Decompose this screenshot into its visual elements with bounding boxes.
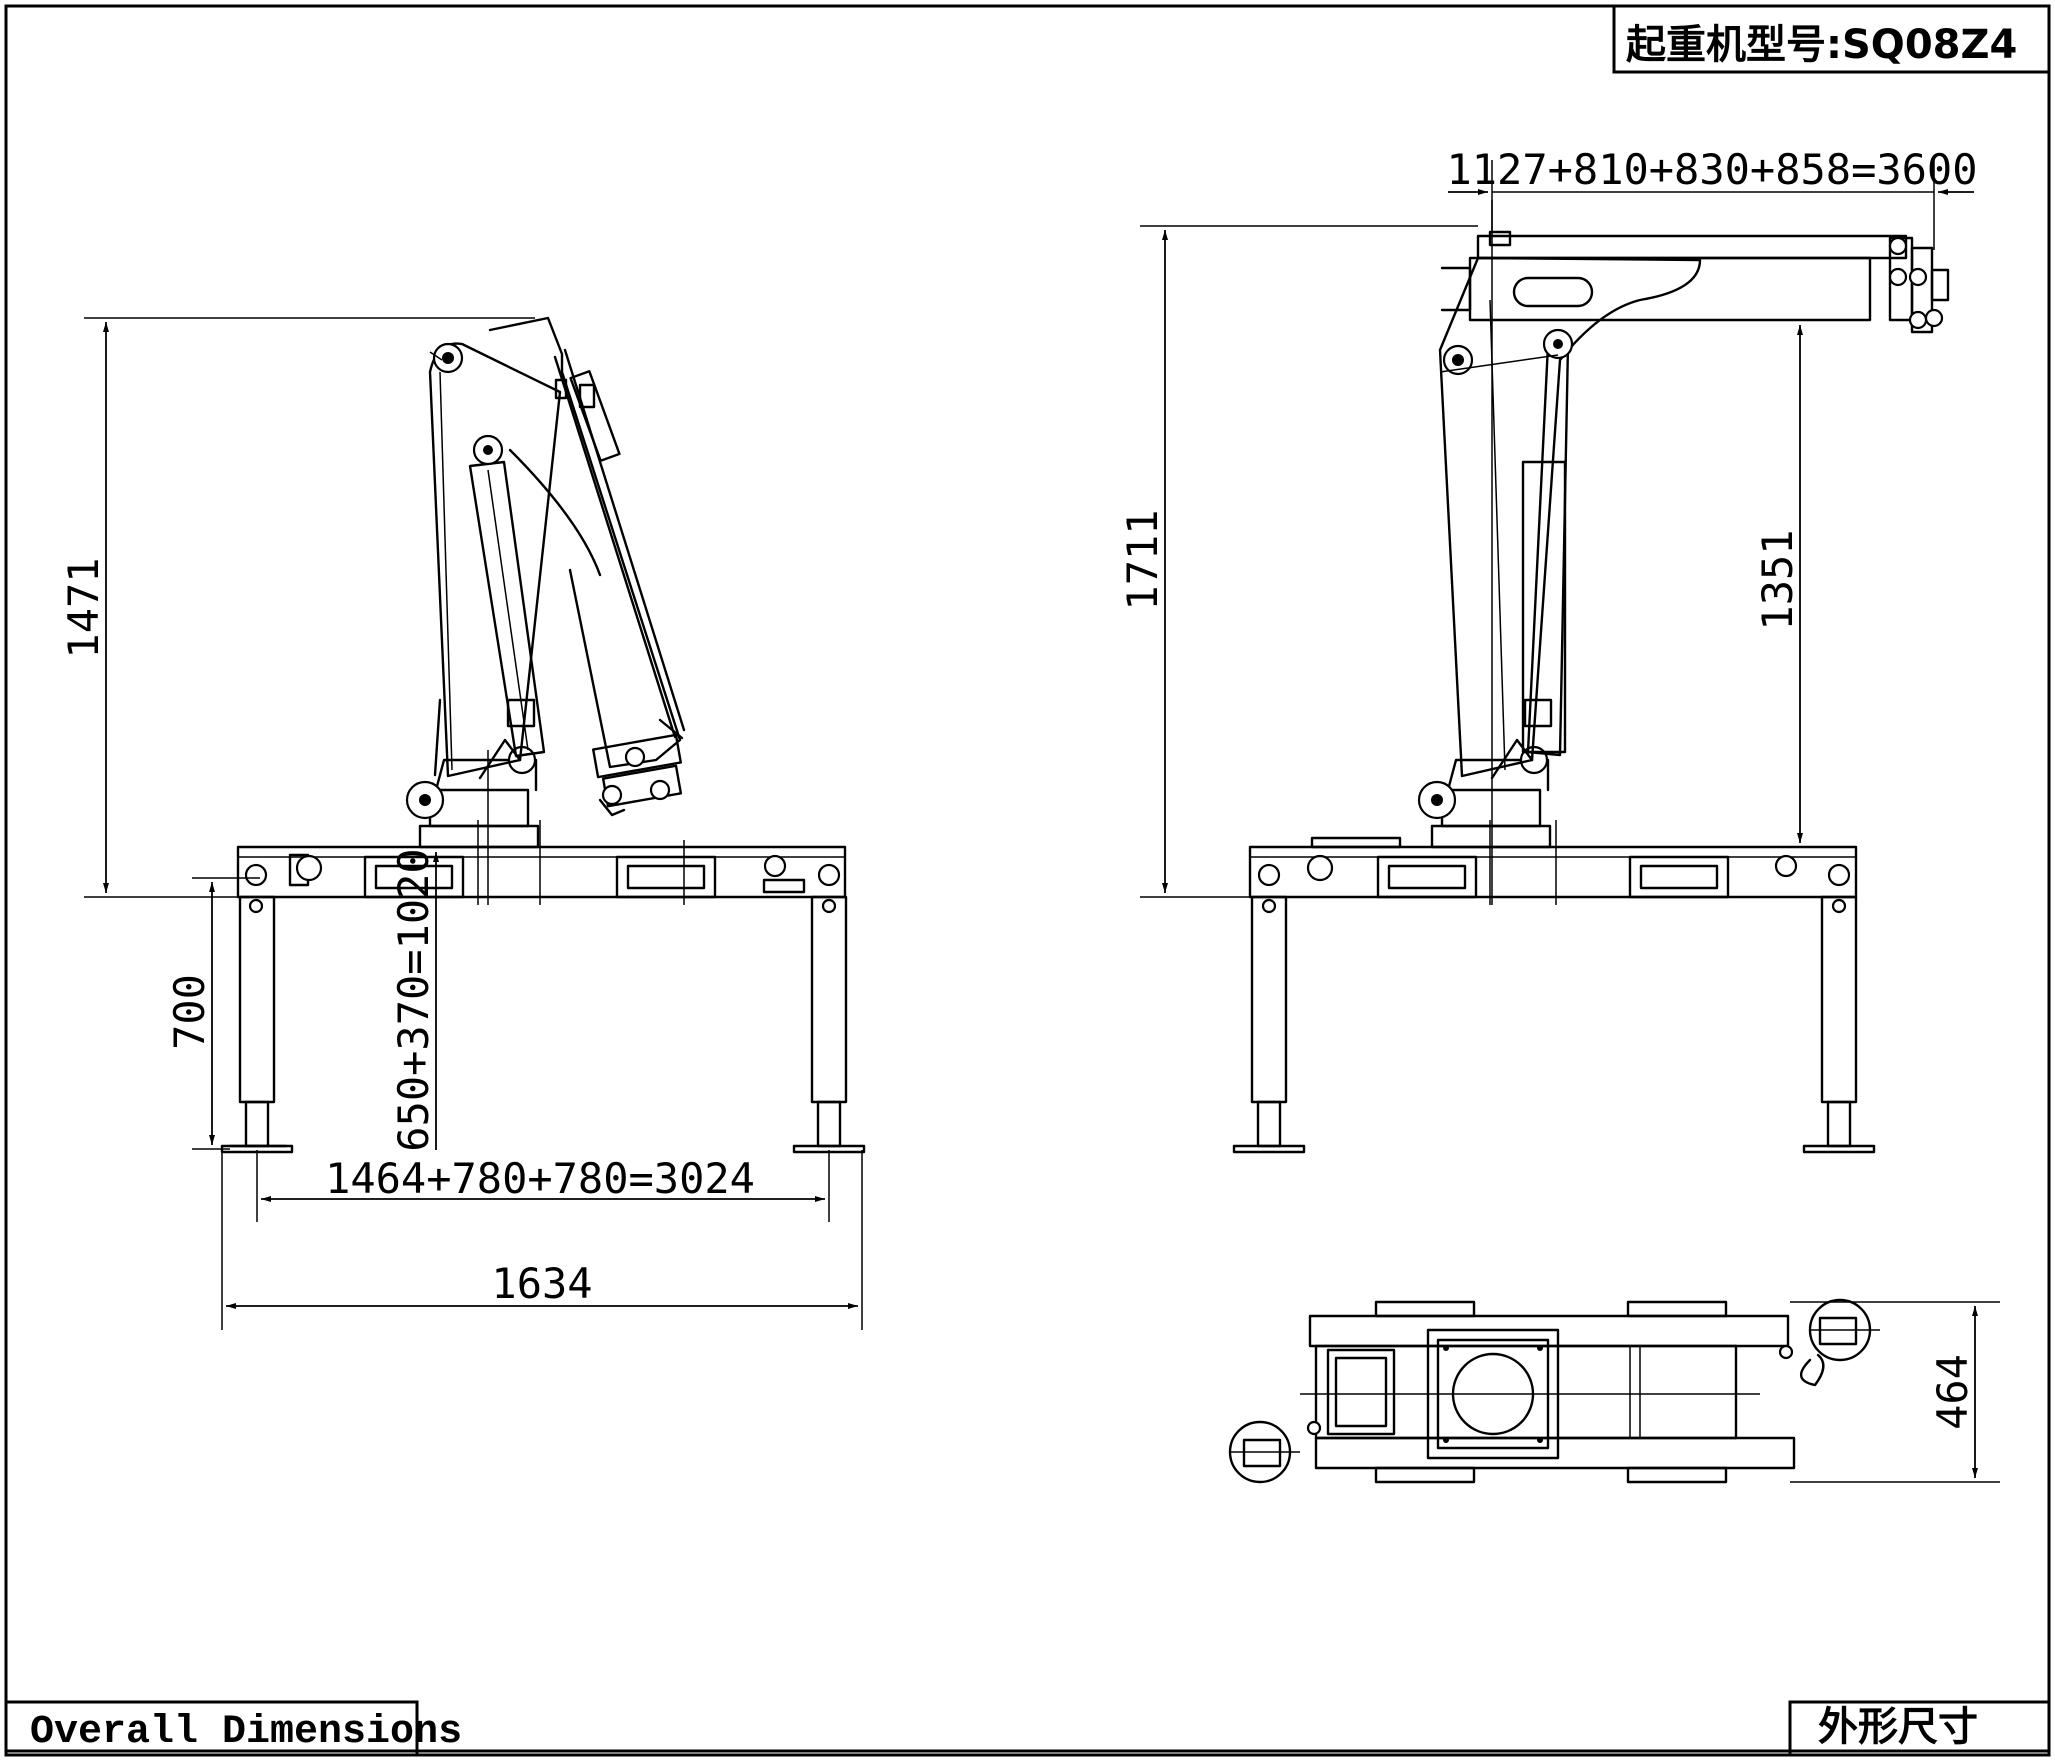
left-outrigger <box>1232 854 1334 1154</box>
title-block-en: Overall Dimensions <box>6 1700 2049 1755</box>
dim-folded-height: 1471 <box>59 317 535 898</box>
dim-label-extended-height: 1711 <box>1118 509 1167 610</box>
dim-label-folded-height: 1471 <box>59 557 108 658</box>
crane-model-value: SQ08Z4 <box>1842 22 2017 68</box>
dim-boom-sections: 1127+810+830+858=3600 <box>1446 145 1978 250</box>
dim-label-frame-to-ground: 700 <box>165 974 214 1050</box>
extended-boom <box>1440 230 1950 334</box>
right-outrigger <box>1774 854 1876 1154</box>
lift-cylinder <box>1439 328 1574 757</box>
dim-base-width: 1634 <box>221 1150 863 1330</box>
right-outrigger <box>762 854 866 1154</box>
dim-label-boom-sections: 1127+810+830+858=3600 <box>1446 145 1977 194</box>
dim-base-depth: 464 <box>1790 1301 2000 1483</box>
title-block-cn: 外形尺寸 <box>1788 1700 2049 1755</box>
sheet-title-cn: 外形尺寸 <box>1818 1704 1978 1750</box>
column <box>428 342 562 778</box>
base-frame <box>236 820 847 905</box>
model-title-block: 起重机型号:SQ08Z4 <box>1612 6 2049 74</box>
dim-label-hook-height: 1351 <box>1753 529 1802 630</box>
dim-frame-to-ground: 700 <box>165 877 260 1150</box>
dim-hook-height: 1351 <box>1753 325 1803 843</box>
dim-outrigger-extension: 650+370=1020 <box>389 848 439 1152</box>
base-frame <box>1248 820 1858 905</box>
front-view-folded: 1471 700 650+370=1020 1464+780+780=3024 … <box>59 316 866 1330</box>
svg-text:起重机型号:SQ08Z4: 起重机型号:SQ08Z4 <box>1626 22 2017 68</box>
folded-boom <box>488 316 686 817</box>
drawing-frame <box>4 4 2051 1757</box>
dim-label-base-depth: 464 <box>1928 1354 1977 1430</box>
dim-label-outrigger-extension: 650+370=1020 <box>389 848 438 1151</box>
dim-label-base-width: 1634 <box>491 1259 592 1308</box>
dim-outrigger-span: 1464+780+780=3024 <box>256 1150 830 1222</box>
dim-label-outrigger-span: 1464+780+780=3024 <box>325 1154 755 1203</box>
top-view: 464 <box>1228 1298 2000 1484</box>
sheet-title-en: Overall Dimensions <box>30 1710 462 1755</box>
left-outrigger <box>220 853 323 1154</box>
side-view-extended: 1127+810+830+858=3600 1711 1351 <box>1118 145 1978 1154</box>
crane-model-label: 起重机型号: <box>1626 22 1842 68</box>
lift-cylinder <box>468 434 546 758</box>
dim-extended-height: 1711 <box>1118 225 1478 898</box>
slewing-base <box>1417 738 1552 849</box>
